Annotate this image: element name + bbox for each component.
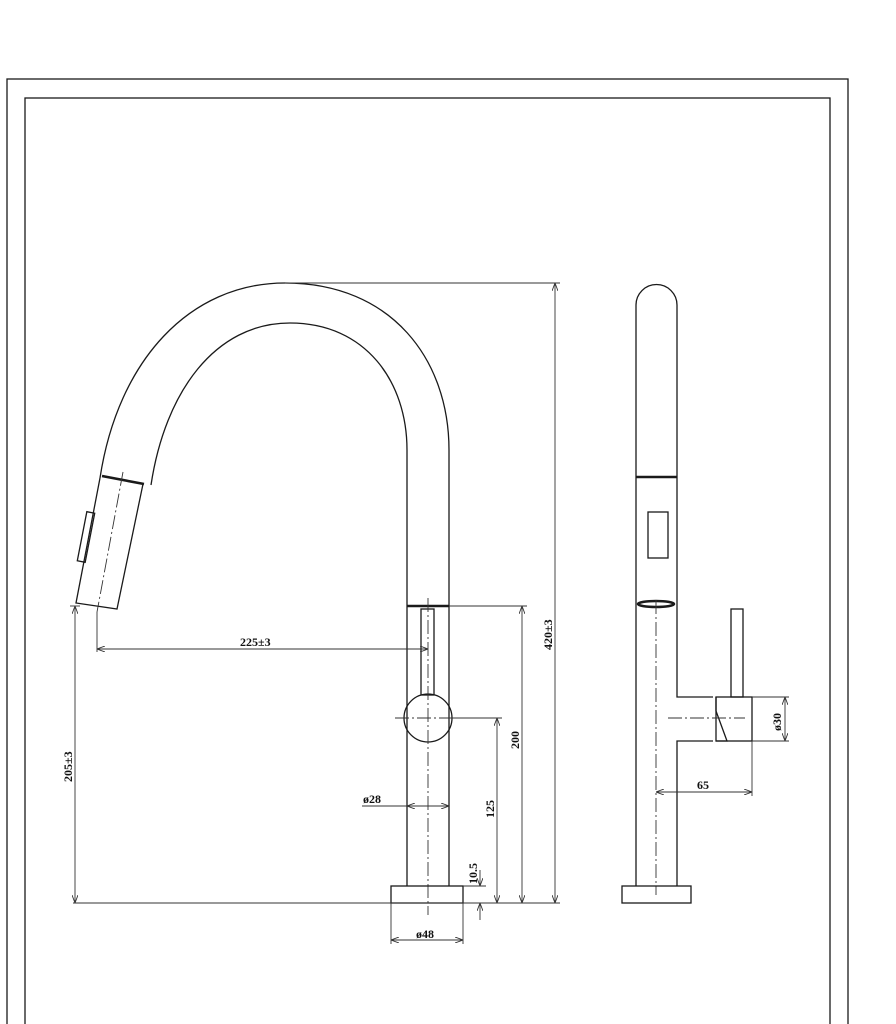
base-height-dimension: 10.5 <box>466 863 480 884</box>
drawing-frame <box>6 78 849 1024</box>
handle-height-dimension: 125 <box>483 800 497 818</box>
front-view: 225±3 205±3 420±3 200 125 10.5 ø28 ø48 <box>61 282 560 944</box>
body-height-dimension: 200 <box>508 731 522 749</box>
handle-body <box>715 696 753 742</box>
handle-lever <box>730 608 744 698</box>
spray-height-dimension: 205±3 <box>61 751 75 782</box>
base <box>390 885 464 904</box>
body-diameter-dimension: ø28 <box>363 792 381 806</box>
handle-diameter-dimension: ø30 <box>770 713 784 731</box>
side-base <box>621 885 692 904</box>
side-view: ø30 65 <box>621 283 789 904</box>
spray-window <box>647 511 669 559</box>
reach-dimension: 225±3 <box>240 635 271 649</box>
handle-projection-dimension: 65 <box>697 778 709 792</box>
total-height-dimension: 420±3 <box>541 619 555 650</box>
spray-button <box>76 510 96 564</box>
base-diameter-dimension: ø48 <box>416 927 434 941</box>
